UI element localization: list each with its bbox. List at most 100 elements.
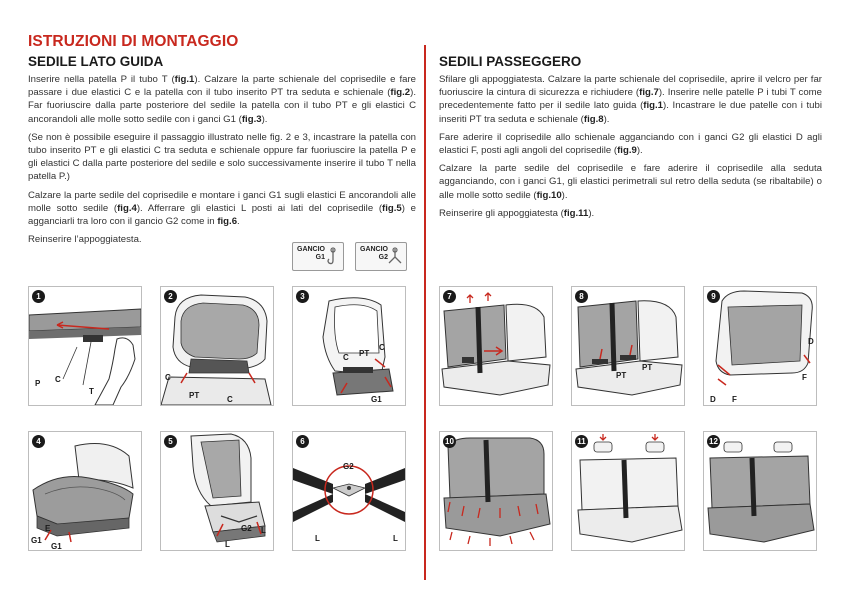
- figure-reference: fig.8: [583, 113, 604, 125]
- text-run: ).: [588, 207, 595, 219]
- figure-9: 9 D F D F: [703, 286, 817, 406]
- figure-reference: fig.4: [117, 202, 137, 214]
- figure-reference: fig.2: [390, 87, 411, 99]
- text-run: ) e agganciarli tra loro con il gancio G…: [28, 202, 417, 228]
- right-instructions: Sfilare gli appoggiatesta. Calzare la pa…: [439, 73, 822, 225]
- figure-9-number: 9: [707, 290, 720, 303]
- figure-3-label-G1: G1: [371, 395, 382, 404]
- figure-reference: fig.9: [617, 145, 637, 157]
- right-paragraph-2: Fare aderire il coprisedile allo schiena…: [439, 131, 822, 157]
- figure-11-illustration: [577, 434, 683, 543]
- figure-5-illustration: [190, 433, 266, 543]
- left-instructions: Inserire nella patella P il tubo T ( fig.…: [28, 73, 416, 251]
- figure-8: 8 PT PT: [571, 286, 685, 406]
- figure-9-label-D-right: D: [808, 337, 814, 346]
- figure-3-label-C-left: C: [343, 353, 349, 362]
- figure-4-label-G1-right: G1: [51, 542, 62, 551]
- figure-1-illustration: [29, 308, 141, 405]
- hook-g1-icon: [327, 247, 336, 265]
- figure-2-label-PT: PT: [189, 391, 200, 400]
- right-paragraph-1: Sfilare gli appoggiatesta. Calzare la pa…: [439, 73, 822, 126]
- figure-9-illustration: [715, 290, 813, 386]
- text-run: Sfilare gli appoggiatesta. Calzare la pa…: [439, 74, 822, 99]
- figure-12: 12: [703, 431, 817, 551]
- figure-9-label-F-right: F: [802, 373, 807, 382]
- right-paragraph-3: Calzare la parte sedile del coprisedile …: [439, 162, 822, 202]
- figure-11-number: 11: [575, 435, 588, 448]
- figure-10-illustration: [443, 437, 551, 546]
- column-divider: [424, 45, 426, 580]
- figure-reference: fig.3: [241, 113, 262, 125]
- right-section-title: SEDILI PASSEGGERO: [439, 54, 582, 69]
- figure-reference: fig.10: [536, 189, 562, 201]
- figure-1-number: 1: [32, 290, 45, 303]
- figure-10-number: 10: [443, 435, 456, 448]
- figure-3-label-PT: PT: [359, 349, 370, 358]
- figure-4-illustration: [32, 443, 134, 543]
- text-run: ). Afferrare gli elastici L posti ai lat…: [136, 202, 383, 214]
- figure-5: 5 G2 L L: [160, 431, 274, 551]
- figure-9-label-D-left: D: [710, 395, 716, 404]
- text-run: ).: [603, 113, 610, 125]
- figure-7: 7: [439, 286, 553, 406]
- text-run: ). Incastrare le due patelle con i tubi …: [439, 100, 822, 125]
- hook-g2-label-1: GANCIO: [360, 246, 388, 253]
- text-run: Reinserire gli appoggiatesta (: [439, 207, 564, 219]
- text-run: ).: [561, 189, 568, 201]
- text-run: ). Inserire nelle patelle P i tubi T com…: [439, 87, 822, 112]
- left-paragraph-1: Inserire nella patella P il tubo T ( fig.…: [28, 73, 416, 126]
- text-run: Calzare la parte sedile del coprisedile …: [28, 189, 416, 214]
- figure-1: 1 P C T: [28, 286, 142, 406]
- main-title: ISTRUZIONI DI MONTAGGIO: [28, 33, 239, 50]
- figure-2-label-C-right: C: [227, 395, 233, 404]
- figure-1-label-C: C: [55, 375, 61, 384]
- figure-2-illustration: [161, 294, 272, 405]
- figure-5-label-G2: G2: [241, 524, 252, 533]
- hook-g1-label-1: GANCIO: [297, 246, 325, 253]
- hook-g2-icon: [388, 247, 402, 264]
- figure-3-label-C-right: C: [379, 343, 385, 352]
- figure-2: 2 C PT C: [160, 286, 274, 406]
- text-run: ).: [261, 113, 268, 125]
- figure-8-illustration: [575, 300, 683, 396]
- text-run: Inserire nella patella P il tubo T (: [28, 74, 175, 85]
- figure-5-number: 5: [164, 435, 177, 448]
- hook-g1-label-2: G1: [315, 254, 325, 261]
- figure-reference: fig.6: [217, 216, 238, 228]
- figure-7-number: 7: [443, 290, 456, 303]
- figure-reference: fig.5: [382, 202, 402, 214]
- figure-2-label-C-left: C: [165, 373, 171, 382]
- figure-12-illustration: [707, 441, 815, 543]
- figure-11: 11: [571, 431, 685, 551]
- figure-reference: fig.7: [639, 87, 659, 99]
- figure-7-illustration: [441, 292, 551, 396]
- figure-1-label-T: T: [89, 387, 94, 396]
- figure-4: 4 E G1 G1: [28, 431, 142, 551]
- text-run: ). Calzare la parte schienale del copris…: [28, 74, 416, 99]
- left-paragraph-3: Calzare la parte sedile del coprisedile …: [28, 189, 416, 229]
- figure-4-label-E: E: [45, 524, 51, 533]
- figure-1-label-P: P: [35, 379, 41, 388]
- figure-9-label-F-left: F: [732, 395, 737, 404]
- text-run: ).: [636, 145, 643, 157]
- figure-4-number: 4: [32, 435, 45, 448]
- hook-g2-label-2: G2: [378, 254, 388, 261]
- figure-12-number: 12: [707, 435, 720, 448]
- figure-6-label-L-left: L: [315, 534, 320, 543]
- text-run: (Se non è possibile eseguire il passaggi…: [28, 131, 416, 183]
- figure-6: 6 G2 L L: [292, 431, 406, 551]
- figure-10: 10: [439, 431, 553, 551]
- figure-3: 3 C PT C G1: [292, 286, 406, 406]
- figure-3-illustration: [322, 297, 394, 396]
- text-run: .: [237, 216, 240, 228]
- figure-6-label-L-right: L: [393, 534, 398, 543]
- figure-2-number: 2: [164, 290, 177, 303]
- figure-reference: fig.11: [563, 207, 589, 219]
- left-paragraph-4: Reinserire l’appoggiatesta.: [28, 233, 416, 246]
- figure-4-label-G1-left: G1: [31, 536, 42, 545]
- left-paragraph-2: (Se non è possibile eseguire il passaggi…: [28, 131, 416, 184]
- right-paragraph-4: Reinserire gli appoggiatesta (fig.11).: [439, 207, 822, 220]
- figure-8-number: 8: [575, 290, 588, 303]
- text-run: Reinserire l’appoggiatesta.: [28, 234, 142, 246]
